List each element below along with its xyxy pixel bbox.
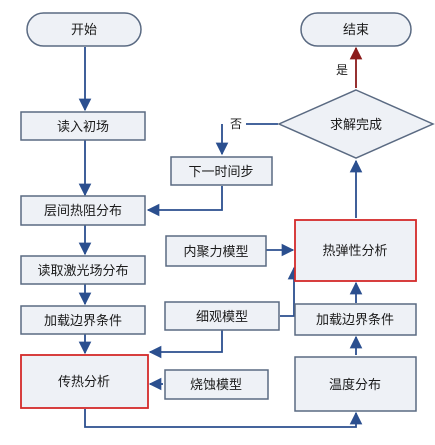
edge-micro-to-thermoelastic [280,266,301,317]
node-heat-transfer-analysis-label: 传热分析 [58,375,110,390]
node-ablation-model [164,369,269,400]
node-heat-transfer-analysis [20,354,149,409]
edge-heat-to-temperature [84,409,363,428]
node-start [26,12,142,47]
node-inner-cohesion-model-label: 内聚力模型 [183,244,248,260]
edge-micro-to-heat [148,330,223,359]
node-apply-boundary-right [294,303,417,336]
node-read-laser-field [20,255,146,285]
node-next-time-step [170,156,273,186]
edges [78,47,363,428]
node-apply-boundary-left [20,305,146,335]
node-next-time-step-label: 下一时间步 [188,165,253,180]
edge-next-step-to-interlayer [146,186,223,217]
node-temperature-distribution [294,356,417,412]
node-microscopic-model-label: 细观模型 [196,310,248,325]
node-inner-cohesion-model [165,235,267,267]
node-end [300,12,412,47]
node-temperature-distribution-label: 温度分布 [329,377,381,393]
node-thermoelastic-analysis [294,219,417,282]
node-read-initial-field-label: 读入初场 [57,120,109,135]
node-apply-boundary-right-label: 加载边界条件 [316,312,394,328]
node-interlayer-resistance-label: 层间热阻分布 [44,204,122,219]
node-end-label: 结束 [343,23,369,38]
edge-label-no: 否 [230,117,242,131]
node-read-laser-field-label: 读取激光场分布 [37,264,128,279]
node-ablation-model-label: 烧蚀模型 [190,378,242,393]
node-microscopic-model [164,301,280,331]
node-start-label: 开始 [71,23,97,38]
node-read-initial-field [20,111,146,141]
node-solve-complete-label: 求解完成 [330,118,382,133]
node-solve-complete [277,89,435,159]
node-interlayer-resistance [20,195,146,226]
node-thermoelastic-analysis-label: 热弹性分析 [322,244,387,259]
edge-label-yes: 是 [336,63,348,77]
node-apply-boundary-left-label: 加载边界条件 [44,313,122,329]
